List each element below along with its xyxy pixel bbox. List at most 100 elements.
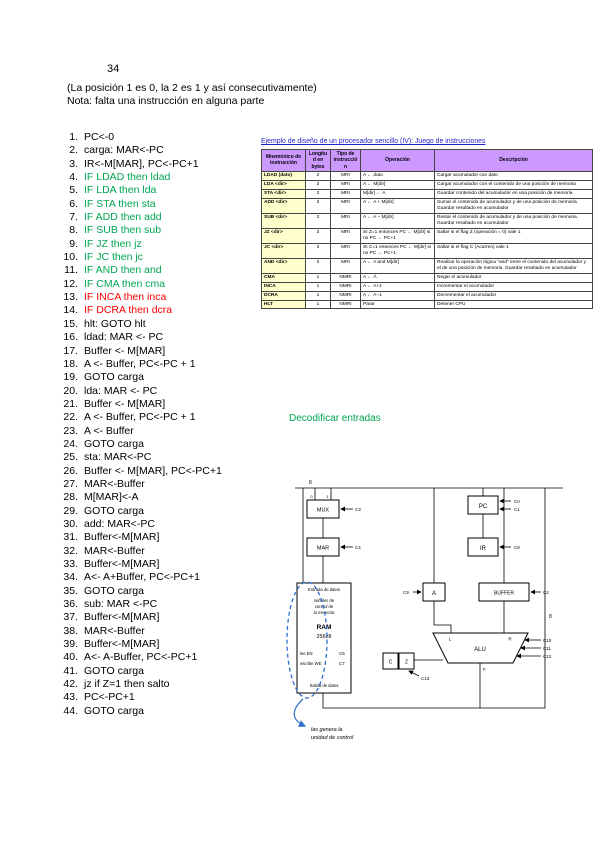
cell-type: NMRI [330, 281, 361, 292]
list-item-number: 25. [63, 451, 78, 464]
cell-operation: A ← Ā [360, 272, 435, 283]
table-header-cell: Mnemónico de instrucción [261, 149, 306, 172]
list-item-text: Buffer <- M[MAR], PC<-PC+1 [84, 464, 222, 477]
carry-flag-box [382, 652, 399, 670]
carry-flag-label: C [389, 660, 393, 666]
cell-description: Incrementar el acumulador [434, 281, 593, 292]
list-item: 19.GOTO carga [56, 371, 222, 384]
cell-type: MRI [330, 212, 361, 229]
list-item: 26.Buffer <- M[MAR], PC<-PC+1 [56, 464, 222, 478]
c2-signal-label: C2 [543, 590, 549, 595]
list-item-text: sub: MAR <-PC [84, 598, 158, 611]
list-item-number: 29. [63, 504, 78, 517]
ram-annotation-line2: control de [315, 604, 334, 609]
list-item: 28.M[MAR]<-A [56, 491, 222, 504]
ram-name-label: RAM [317, 624, 332, 631]
list-item-text: A <- Buffer, PC<-PC + 1 [84, 411, 196, 424]
list-item-text: IF LDA then lda [84, 184, 157, 197]
cell-length: 1 [305, 272, 331, 283]
list-item-text: Buffer<-M[MAR] [84, 611, 160, 624]
table-row: ADD <dir> 2 MRI A ← A + M[dir] Sumar el … [261, 197, 593, 214]
cell-length: 1 [305, 281, 331, 292]
list-item: 38.MAR<-Buffer [56, 625, 222, 638]
cell-operation: A ← A+1 [360, 281, 435, 292]
mar-register-box [306, 537, 340, 557]
list-item: 10.IF JC then jc [56, 251, 222, 264]
list-item-number: 41. [63, 664, 78, 677]
list-item-number: 3. [69, 157, 78, 170]
ram-data-in-label: Entrada de datos [308, 587, 340, 592]
table-header-cell: Operación [360, 149, 435, 172]
cell-mnemonic: STA <dir> [261, 188, 306, 199]
list-item-text: PC<-PC+1 [84, 691, 135, 704]
list-item-number: 6. [69, 197, 78, 210]
cell-operation: A ← A−1 [360, 290, 435, 301]
cell-mnemonic: AND <dir> [261, 257, 306, 274]
list-item-number: 30. [63, 517, 78, 530]
table-row: DCRA 1 NMRI A ← A−1 Decrementar el acumu… [261, 290, 593, 301]
pc-label: PC [479, 504, 488, 510]
list-item-number: 4. [69, 171, 78, 184]
c3-signal-label: C3 [355, 507, 361, 512]
list-item-text: A<- A-Buffer, PC<-PC+1 [84, 651, 198, 664]
list-item-number: 43. [63, 691, 78, 704]
list-item: 12.IF CMA then cma [56, 278, 222, 291]
c12-signal-label: C12 [543, 654, 552, 659]
list-item-text: Buffer <- M[MAR] [84, 397, 166, 410]
list-item-number: 32. [63, 544, 78, 557]
list-item: 37.Buffer<-M[MAR] [56, 611, 222, 624]
cell-length: 2 [305, 242, 331, 259]
list-item-text: IF JC then jc [84, 251, 143, 264]
alu-label: ALU [474, 647, 486, 653]
list-item-number: 14. [63, 304, 78, 317]
list-item-number: 28. [63, 491, 78, 504]
cell-type: NMRI [330, 299, 361, 310]
cell-operation: SI C=1 entonces PC ← M[dir] si no PC ← P… [360, 242, 435, 259]
list-item-text: A<- A+Buffer, PC<-PC+1 [84, 571, 200, 584]
list-item: 16.ldad: MAR <- PC [56, 331, 222, 344]
cell-operation: A ← A + M[dir] [360, 197, 435, 214]
list-item: 25.sta: MAR<-PC [56, 451, 222, 464]
list-item-text: GOTO carga [84, 504, 144, 517]
list-item-text: IF INCA then inca [84, 291, 167, 304]
list-item-text: GOTO carga [84, 704, 144, 717]
c7-signal-label: C7 [339, 661, 345, 666]
list-item: 32.MAR<-Buffer [56, 545, 222, 558]
cell-description: Realizar la operación lógica "and" entre… [434, 257, 593, 274]
list-item: 8.IF SUB then sub [56, 224, 222, 237]
cell-type: MRI [330, 197, 361, 214]
table-row: JC <dir> 2 MRI SI C=1 entonces PC ← M[di… [261, 242, 593, 259]
list-item-number: 31. [63, 531, 78, 544]
diagram-wires [295, 487, 563, 709]
cell-description: Cargar acumulador con el contenido de un… [434, 179, 593, 190]
table-header-cell: Tipo de instrucción [330, 149, 361, 172]
cell-operation: A ← dato [360, 170, 435, 181]
alu-output-label: F [483, 667, 486, 672]
table-header-cell: Longitud en bytes [305, 149, 331, 172]
decode-entries-label: Decodificar entradas [289, 413, 381, 424]
list-item-text: GOTO carga [84, 437, 144, 450]
list-item-text: IF ADD then add [84, 211, 162, 224]
cell-mnemonic: HLT [261, 299, 306, 310]
alu-right-input-label: R [508, 637, 512, 642]
annotation-arrow [293, 698, 307, 727]
bus-width-label: 8 [309, 480, 312, 486]
mux-input-0-label: 0 [310, 494, 313, 499]
list-item-number: 33. [63, 558, 78, 570]
ram-box [296, 582, 352, 694]
c0-signal-label: C0 [514, 499, 520, 504]
list-item-text: hlt: GOTO hlt [84, 317, 146, 330]
page-number: 34 [107, 63, 120, 75]
mar-label: MAR [317, 546, 329, 552]
list-item: 39.Buffer<-M[MAR] [56, 638, 222, 651]
list-item: 31.Buffer<-M[MAR] [56, 531, 222, 544]
table-row: SUB <dir> 2 MRI A ← A − M[dir] Restar el… [261, 212, 593, 229]
cell-operation: A ← M[dir] [360, 179, 435, 190]
intro-line-2: Nota: falta una instrucción en alguna pa… [67, 95, 265, 107]
cell-mnemonic: SUB <dir> [261, 212, 306, 229]
ram-read-enable-label: lee EN [300, 651, 313, 656]
list-item: 36.sub: MAR <-PC [56, 598, 222, 611]
list-item: 14.IF DCRA then dcra [56, 304, 222, 317]
